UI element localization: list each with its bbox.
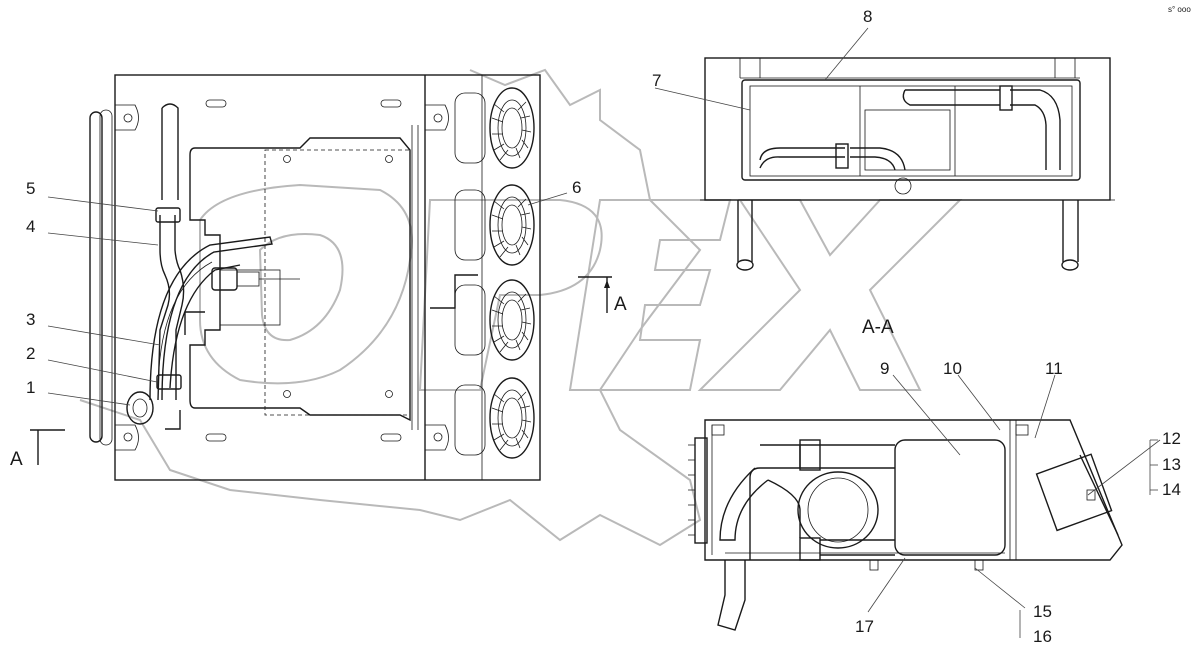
- callout-4: 4: [26, 217, 35, 236]
- section-flange: [694, 437, 708, 544]
- corner-mark: s° ooo: [1168, 5, 1191, 14]
- callout-5: 5: [26, 179, 35, 198]
- top-view-frame: [704, 57, 1111, 201]
- clamp-upper: [155, 207, 181, 223]
- leader-lines: [47, 27, 1161, 638]
- callout-9: 9: [880, 359, 889, 378]
- pipe-fitting: [126, 391, 154, 425]
- callout-3: 3: [26, 310, 35, 329]
- callout-16: 16: [1033, 627, 1052, 646]
- section-blower: [797, 471, 879, 549]
- fan-1: [454, 87, 535, 169]
- plan-view: [30, 74, 612, 481]
- watermark-logo: [79, 68, 963, 547]
- section-marker-left: A: [10, 449, 23, 470]
- section-core: [894, 439, 1006, 556]
- callout-17: 17: [855, 617, 874, 636]
- callout-labels: 5 4 3 2 1 6 7 8 9 10 11 12 13 14 15 16 1…: [10, 5, 1191, 646]
- callout-10: 10: [943, 359, 962, 378]
- top-view-clamp: [835, 143, 849, 169]
- callout-13: 13: [1162, 455, 1181, 474]
- section-drain-pipe: [717, 560, 746, 631]
- callout-12: 12: [1162, 429, 1181, 448]
- section-filter: [1035, 453, 1113, 532]
- hose-bend: [149, 236, 273, 401]
- section-view: [688, 419, 1123, 631]
- fan-2: [454, 184, 535, 266]
- left-pipe-outer: [89, 111, 103, 443]
- hose-inner: [157, 215, 171, 401]
- callout-8: 8: [863, 7, 872, 26]
- callout-7: 7: [652, 71, 661, 90]
- top-view: [700, 57, 1115, 271]
- callout-15: 15: [1033, 602, 1052, 621]
- clamp-lower: [156, 374, 182, 390]
- fan-group: [454, 87, 535, 459]
- hose-outer: [174, 215, 185, 400]
- callout-2: 2: [26, 344, 35, 363]
- fan-4: [454, 377, 535, 459]
- section-marker-right: A: [614, 294, 627, 315]
- fan-3: [454, 279, 535, 361]
- section-title: A-A: [862, 317, 894, 338]
- callout-14: 14: [1162, 480, 1181, 499]
- plan-outer-frame: [114, 74, 541, 481]
- section-housing: [704, 419, 1123, 561]
- expansion-valve: [211, 267, 238, 291]
- callout-6: 6: [572, 178, 581, 197]
- callout-1: 1: [26, 378, 35, 397]
- callout-11: 11: [1045, 359, 1063, 378]
